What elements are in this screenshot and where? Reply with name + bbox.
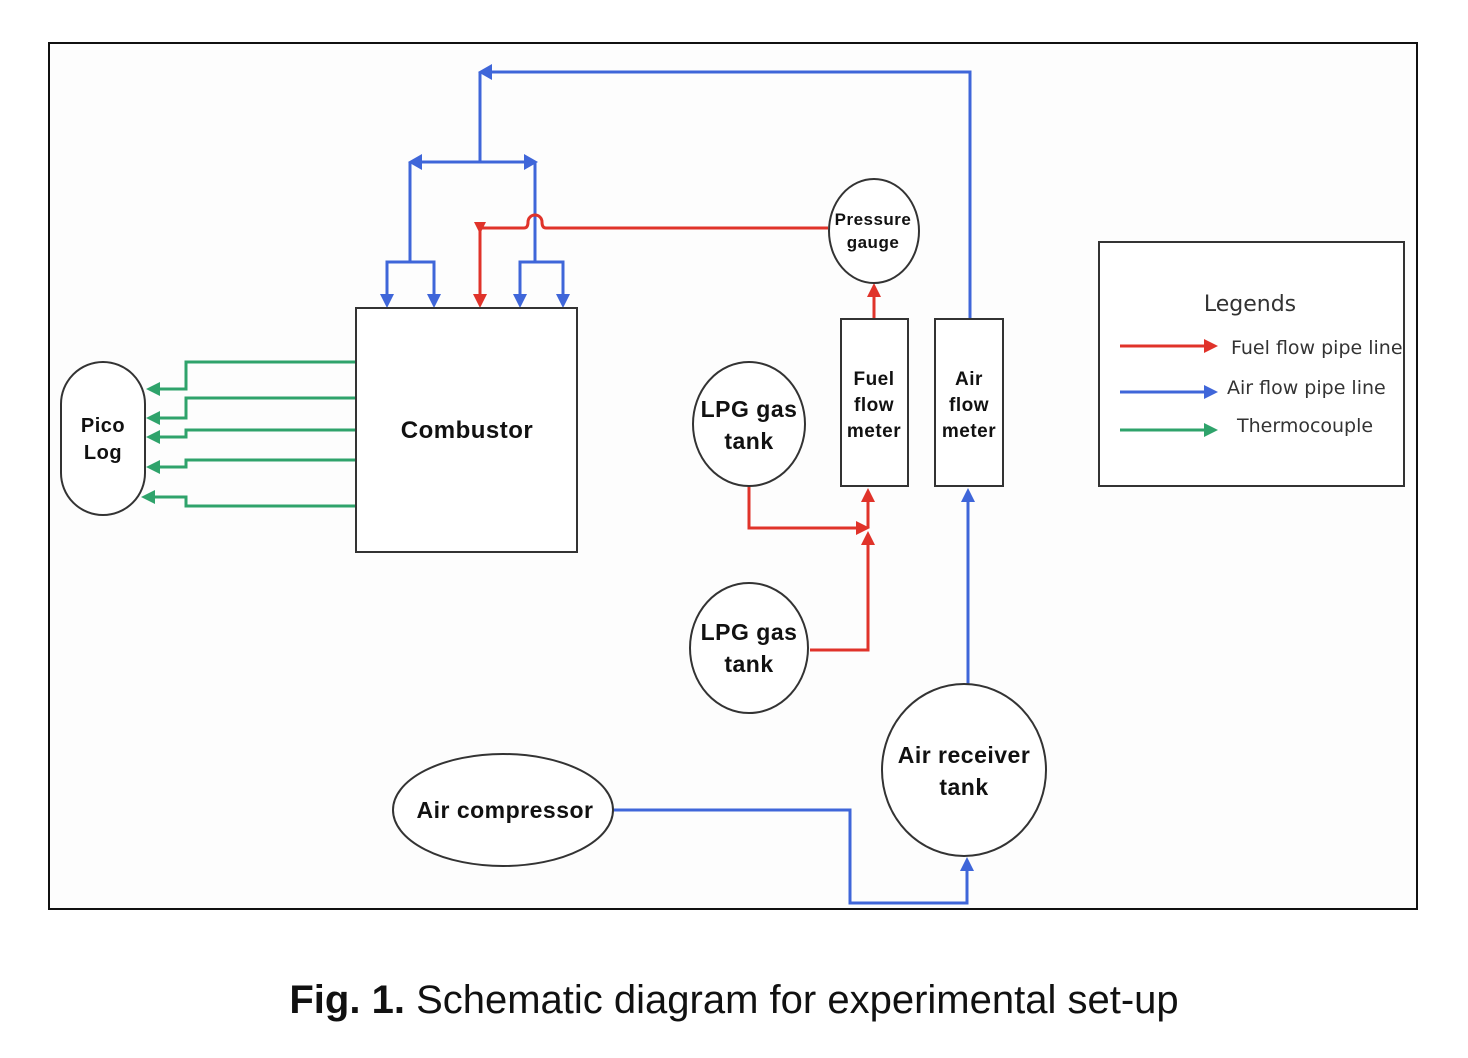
- legend-item-air: Air flow pipe line: [1120, 377, 1386, 399]
- legend-title: Legends: [1204, 292, 1296, 317]
- fuel-flow-meter-label-line2: flow: [854, 395, 894, 416]
- air-flow-meter-label-line1: Air: [955, 369, 983, 390]
- air-receiver-tank-label-line2: tank: [939, 774, 988, 800]
- air-arrow-split-right: [524, 154, 538, 170]
- air-arrow-inlet-1: [380, 294, 394, 308]
- fuel-flow-lines: [473, 213, 881, 652]
- thermocouple-line-1: [158, 360, 356, 391]
- pressure-gauge-label-line2: gauge: [847, 233, 900, 252]
- fuel-flow-meter-label-line1: Fuel: [853, 369, 894, 390]
- thermocouple-arrow-2: [146, 411, 160, 425]
- legend: Legends Fuel flow pipe line Air flow pip…: [1098, 241, 1405, 487]
- air-flow-lines: [380, 64, 975, 905]
- air-arrow-split-left: [408, 154, 422, 170]
- thermocouple-arrow-4: [146, 460, 160, 474]
- fuel-line-tank2: [810, 542, 870, 652]
- air-line-right-fork: [518, 260, 565, 296]
- pico-log-node: Pico Log: [60, 361, 146, 516]
- fuel-arrow-tank2: [861, 531, 875, 545]
- legend-fuel-arrow-icon: [1204, 339, 1218, 353]
- legend-label-thermocouple: Thermocouple: [1236, 415, 1373, 437]
- lpg-tank-1-label-line1: LPG gas: [701, 396, 798, 422]
- air-arrow-inlet-2: [427, 294, 441, 308]
- fuel-arrow-meter-inlet: [861, 488, 875, 502]
- legend-item-thermocouple: Thermocouple: [1120, 415, 1373, 437]
- caption-prefix: Fig. 1.: [289, 978, 405, 1022]
- fuel-line-gauge-to-combustor: [478, 213, 828, 296]
- air-arrow-receiver-inlet: [960, 857, 974, 871]
- fuel-line-tank1: [747, 487, 858, 530]
- air-line-left-fork: [385, 260, 436, 296]
- thermocouple-line-5: [154, 495, 356, 508]
- air-arrow-inlet-4: [556, 294, 570, 308]
- thermocouple-arrow-3: [146, 430, 160, 444]
- thermocouple-line-3: [158, 428, 356, 439]
- legend-item-fuel: Fuel flow pipe line: [1120, 337, 1403, 359]
- combustor-node: Combustor: [355, 307, 578, 553]
- air-line-meter-to-top: [490, 70, 972, 318]
- pressure-gauge-label-line1: Pressure: [835, 210, 912, 229]
- thermocouple-lines: [141, 360, 356, 508]
- air-receiver-tank-label-line1: Air receiver: [898, 742, 1031, 768]
- pico-log-label-line1: Pico: [81, 415, 125, 437]
- air-compressor-label: Air compressor: [416, 797, 593, 823]
- lpg-tank-2-label-line1: LPG gas: [701, 619, 798, 645]
- lpg-tank-2-label-line2: tank: [724, 651, 773, 677]
- thermocouple-arrow-5: [141, 490, 155, 504]
- legend-label-air: Air flow pipe line: [1227, 377, 1386, 399]
- air-arrow-inlet-3: [513, 294, 527, 308]
- fuel-arrow-tank1: [856, 521, 870, 535]
- combustor-label: Combustor: [401, 417, 534, 444]
- air-compressor-node: Air compressor: [392, 753, 614, 867]
- legend-label-fuel: Fuel flow pipe line: [1231, 337, 1403, 359]
- air-line-compressor-to-receiver: [612, 808, 969, 905]
- thermocouple-line-2: [158, 396, 356, 420]
- air-arrow-top: [478, 64, 492, 80]
- air-arrow-meter-inlet: [961, 488, 975, 502]
- fuel-arrow-corner: [474, 222, 486, 234]
- legend-thermocouple-arrow-icon: [1204, 423, 1218, 437]
- pico-log-label-line2: Log: [84, 442, 122, 464]
- pressure-gauge-node: Pressure gauge: [828, 178, 920, 284]
- fuel-arrow-gauge-inlet: [867, 283, 881, 297]
- fuel-flow-meter-node: Fuel flow meter: [840, 318, 909, 487]
- air-flow-meter-label-line2: flow: [949, 395, 989, 416]
- fuel-flow-meter-label-line3: meter: [847, 421, 901, 442]
- air-receiver-tank-node: Air receiver tank: [881, 683, 1047, 857]
- figure-caption: Fig. 1. Schematic diagram for experiment…: [0, 978, 1468, 1023]
- legend-air-arrow-icon: [1204, 385, 1218, 399]
- fuel-arrow-combustor-inlet: [473, 294, 487, 308]
- air-flow-meter-node: Air flow meter: [934, 318, 1004, 487]
- lpg-tank-2-node: LPG gas tank: [689, 582, 809, 714]
- caption-text: Schematic diagram for experimental set-u…: [404, 978, 1179, 1022]
- lpg-tank-1-label-line2: tank: [724, 428, 773, 454]
- air-flow-meter-label-line3: meter: [942, 421, 996, 442]
- thermocouple-line-4: [158, 458, 356, 469]
- lpg-tank-1-node: LPG gas tank: [692, 361, 806, 487]
- thermocouple-arrow-1: [146, 382, 160, 396]
